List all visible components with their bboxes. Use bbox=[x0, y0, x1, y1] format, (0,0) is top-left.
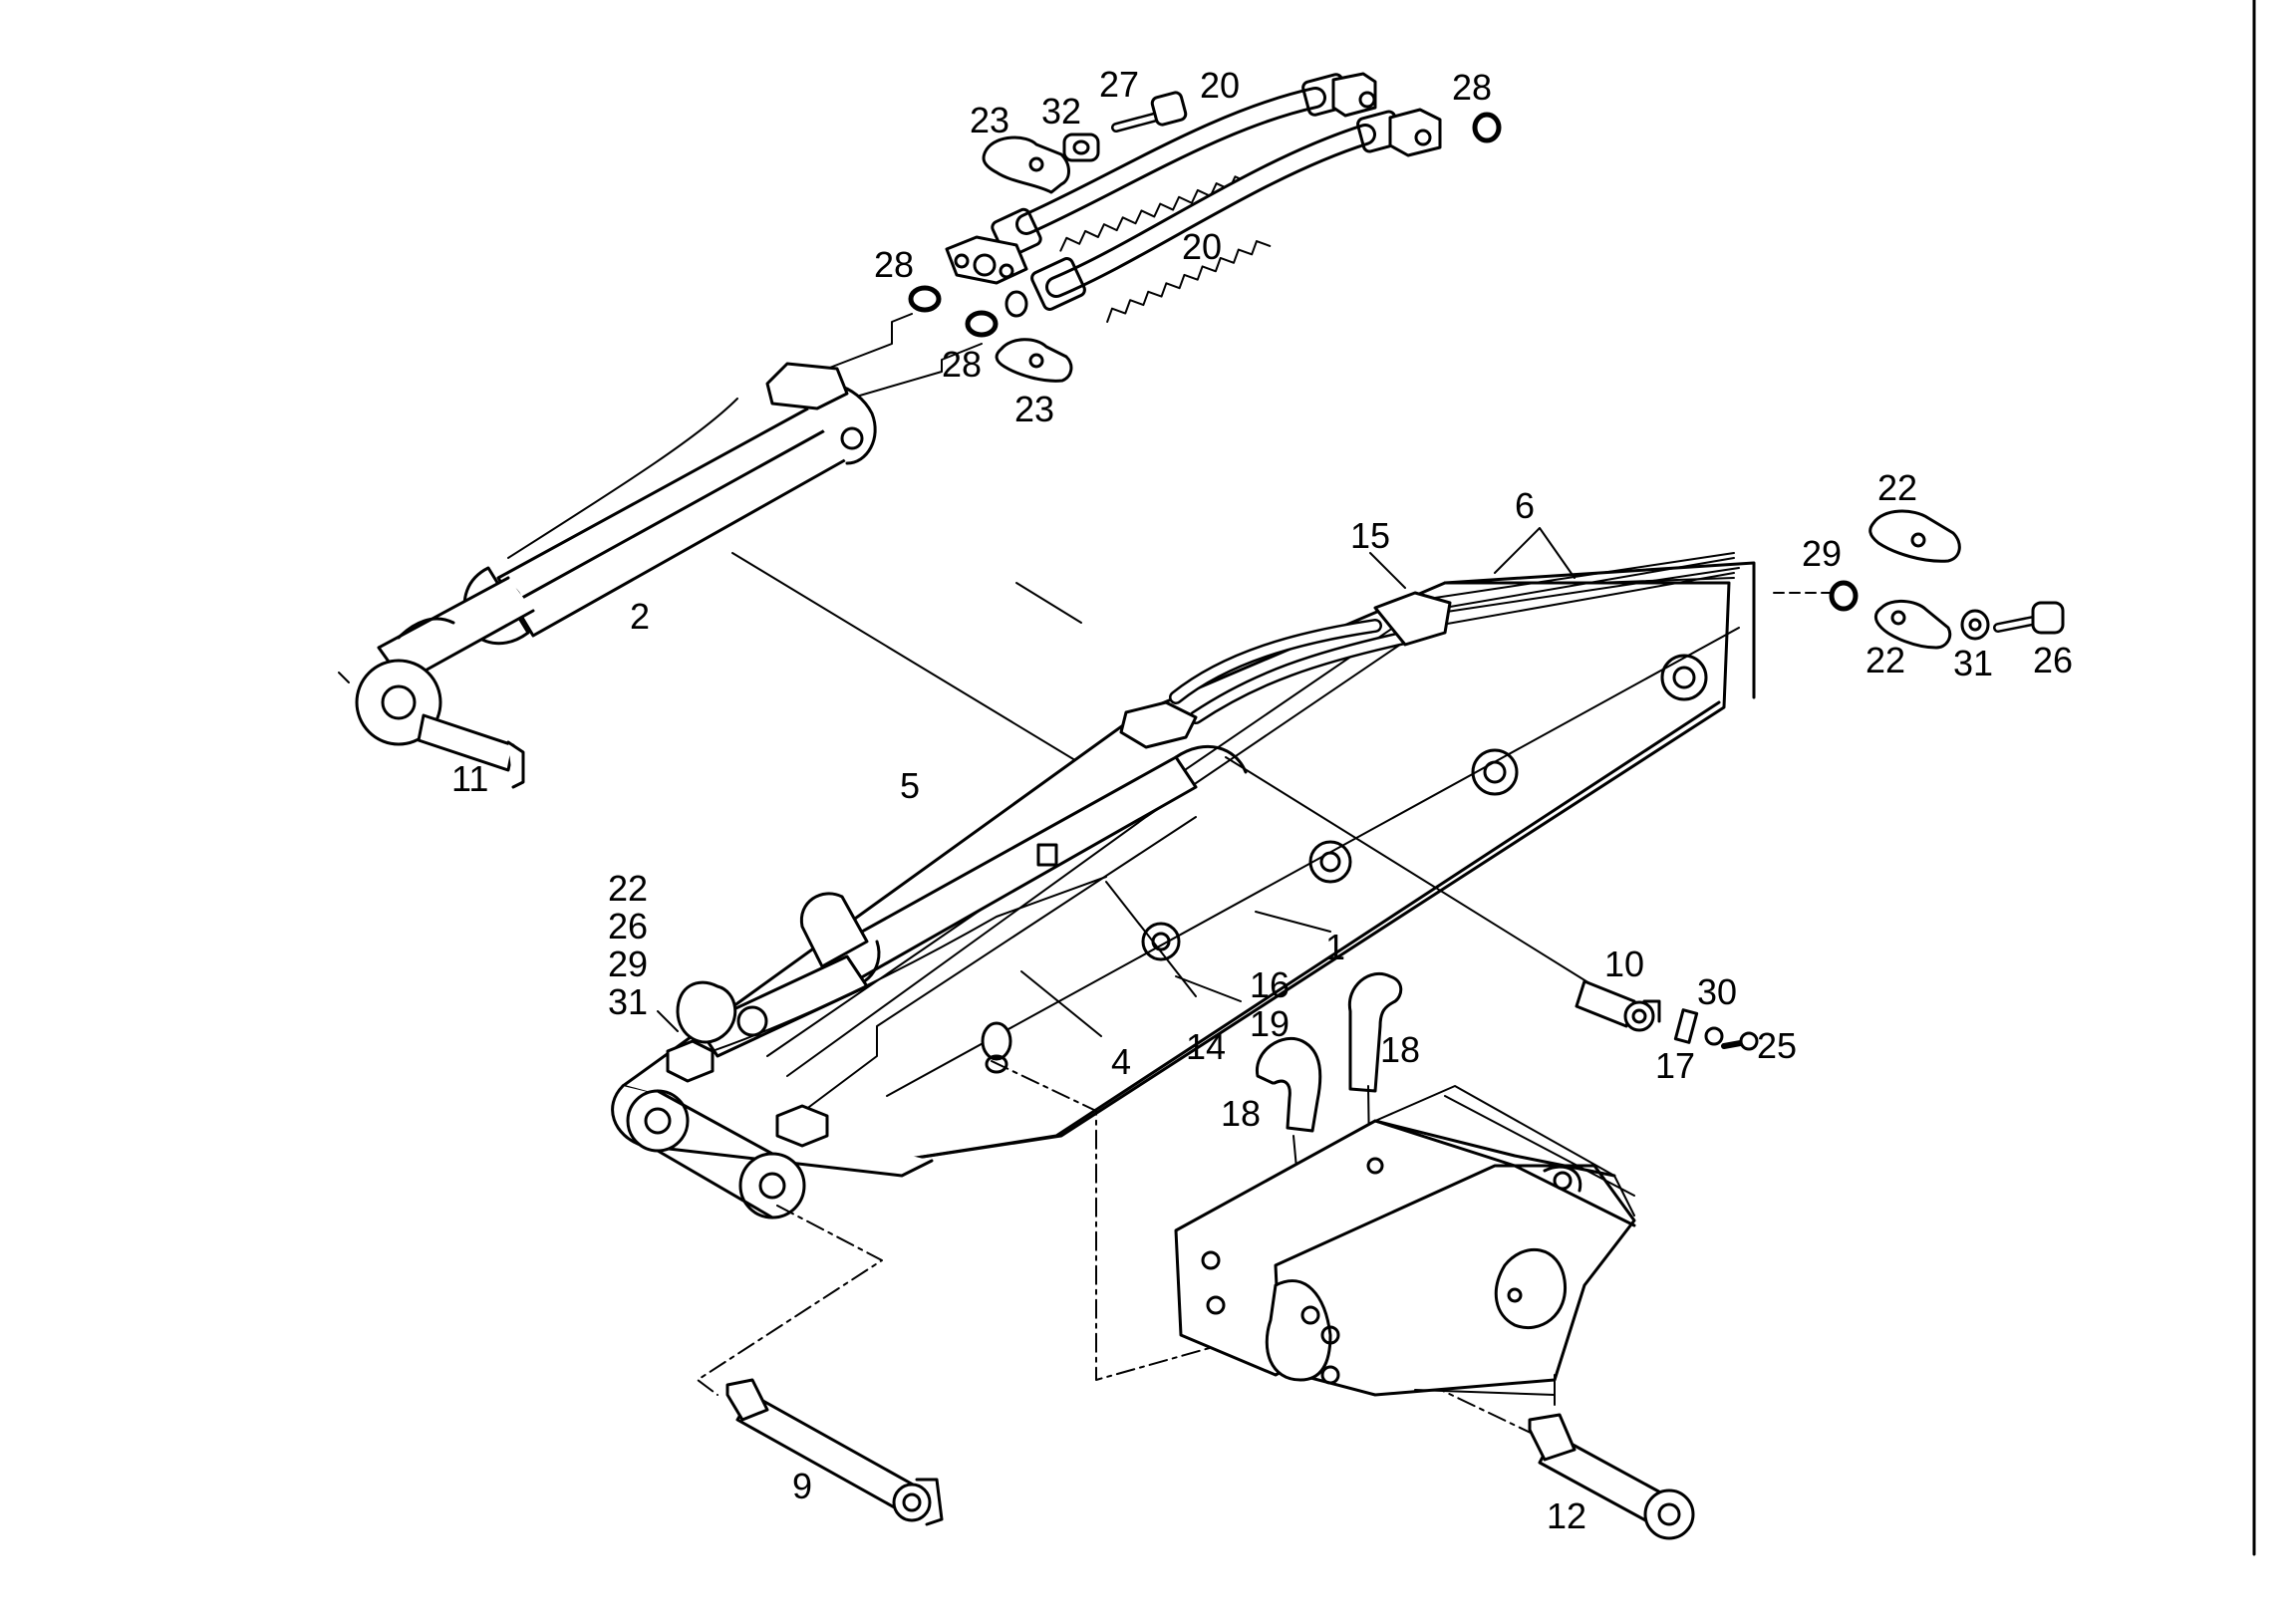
pin-10 bbox=[1575, 979, 1661, 1032]
callout-25: 25 bbox=[1757, 1025, 1798, 1066]
line-pipe-4 bbox=[697, 816, 1197, 1117]
leader-label-4 bbox=[1020, 970, 1102, 1037]
flange-top-left bbox=[945, 235, 1028, 285]
hood-18b bbox=[1347, 972, 1403, 1093]
callout-28-lower: 28 bbox=[942, 344, 983, 385]
callout-20-upper: 20 bbox=[1200, 65, 1241, 106]
clamp-half-22a bbox=[1868, 509, 1961, 563]
callout-28-upper-right: 28 bbox=[1452, 67, 1493, 108]
callout-4: 4 bbox=[1111, 1041, 1132, 1082]
callout-27: 27 bbox=[1099, 64, 1140, 105]
leader-label-14 bbox=[1105, 881, 1197, 997]
screw-27 bbox=[1111, 91, 1188, 133]
callout-19: 19 bbox=[1250, 1003, 1291, 1044]
hood-18a bbox=[1256, 1036, 1322, 1133]
bushing bbox=[981, 1021, 1012, 1061]
clamp-half-23b bbox=[995, 338, 1073, 383]
base-frame bbox=[1174, 1085, 1636, 1406]
leader-label-1 bbox=[1255, 911, 1331, 933]
callout-1: 1 bbox=[1325, 927, 1346, 967]
boom-cylinder bbox=[338, 362, 877, 746]
hose-assembly-lower bbox=[1030, 108, 1442, 323]
arm-cylinder bbox=[676, 744, 1248, 1058]
callout-31-right: 31 bbox=[1953, 643, 1994, 683]
hose-assembly-upper bbox=[991, 72, 1377, 259]
callout-26-left: 26 bbox=[608, 906, 649, 947]
leader-label-16 bbox=[1175, 975, 1242, 1002]
callout-23-upper: 23 bbox=[970, 100, 1010, 140]
pipe-clamp-lower-left bbox=[666, 1039, 829, 1148]
leader-label-15 bbox=[1369, 552, 1406, 589]
callout-15: 15 bbox=[1350, 515, 1391, 556]
pin-12 bbox=[1528, 1413, 1695, 1540]
callout-32: 32 bbox=[1041, 91, 1082, 132]
boom-hoses bbox=[1119, 591, 1452, 749]
seal-ring-28c bbox=[1472, 112, 1502, 143]
callout-2: 2 bbox=[630, 596, 651, 637]
callout-11: 11 bbox=[451, 758, 489, 799]
callout-28-left: 28 bbox=[874, 244, 915, 285]
callout-29-right: 29 bbox=[1802, 533, 1843, 574]
screw-25 bbox=[1721, 1031, 1759, 1051]
screw-26 bbox=[1993, 601, 2065, 635]
boom-arm bbox=[611, 552, 1756, 1219]
bushing-ring bbox=[985, 1054, 1008, 1074]
callout-18-right: 18 bbox=[1380, 1029, 1421, 1070]
plate-17 bbox=[1673, 1008, 1699, 1044]
callout-31-left: 31 bbox=[608, 981, 649, 1022]
callout-18-left: 18 bbox=[1221, 1093, 1262, 1134]
callout-17: 17 bbox=[1655, 1045, 1696, 1086]
leader-foot-to-pin9 bbox=[697, 1205, 883, 1396]
callout-14: 14 bbox=[1186, 1026, 1227, 1067]
leader-bushing-to-base bbox=[991, 1060, 1257, 1381]
leader-label-6 bbox=[1494, 527, 1576, 579]
callout-10: 10 bbox=[1604, 944, 1645, 984]
washer-32 bbox=[1062, 133, 1100, 162]
seal-ring-28b bbox=[965, 310, 999, 338]
leader-cylinder-to-boom bbox=[731, 552, 1137, 798]
callout-22-left: 22 bbox=[608, 868, 649, 909]
callout-12: 12 bbox=[1547, 1495, 1587, 1536]
clamp-half-22b bbox=[1873, 600, 1952, 650]
callout-16: 16 bbox=[1250, 964, 1291, 1005]
callout-20-lower: 20 bbox=[1182, 226, 1223, 267]
washer-30 bbox=[1704, 1026, 1724, 1046]
pin-11 bbox=[417, 713, 525, 789]
callout-6: 6 bbox=[1515, 485, 1536, 526]
washer-31 bbox=[1960, 609, 1990, 641]
callout-5: 5 bbox=[900, 765, 921, 806]
callout-23-lower: 23 bbox=[1014, 389, 1055, 429]
callout-26-right: 26 bbox=[2033, 640, 2074, 680]
callout-30: 30 bbox=[1697, 971, 1738, 1012]
leader-boom-to-pin10 bbox=[1225, 756, 1595, 987]
clamp-half-23a bbox=[982, 135, 1070, 194]
leader-label-5 bbox=[1015, 582, 1082, 624]
pin-9 bbox=[725, 1378, 944, 1526]
seal-ring-28a bbox=[908, 285, 942, 313]
callout-29-left: 29 bbox=[608, 944, 649, 984]
seal-ring-small bbox=[1004, 290, 1028, 318]
callout-9: 9 bbox=[792, 1466, 813, 1506]
seal-ring-29a bbox=[1829, 580, 1859, 612]
callout-22-right: 22 bbox=[1866, 640, 1906, 680]
callout-22-top-right: 22 bbox=[1877, 467, 1918, 508]
leader-label-31 bbox=[657, 1010, 679, 1032]
